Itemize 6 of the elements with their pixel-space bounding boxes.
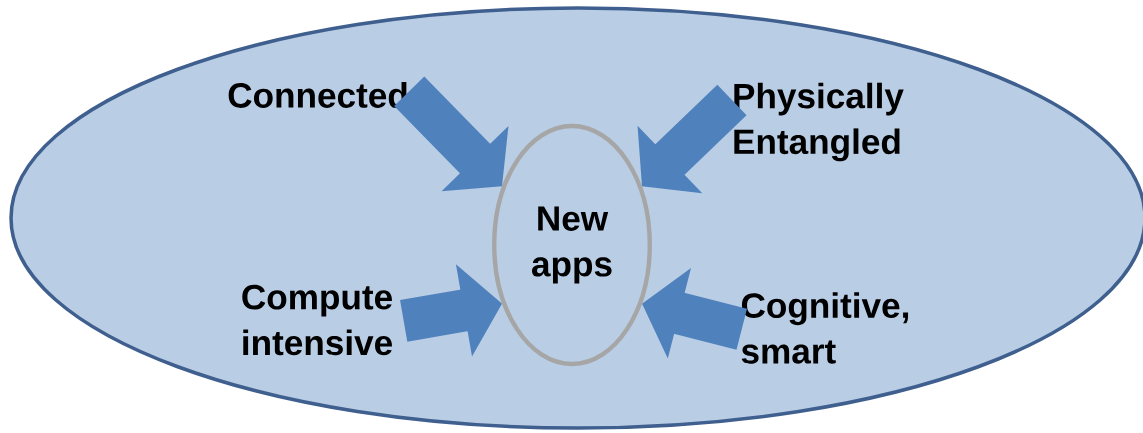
text-label: Physically Entangled (734, 82, 904, 162)
text-label: Connected (228, 82, 407, 108)
center-oval: New apps (492, 123, 652, 367)
text-label: Compute intensive (242, 284, 392, 356)
text-label: Cognitive, smart (741, 292, 909, 364)
oval-background (9, 6, 1143, 430)
